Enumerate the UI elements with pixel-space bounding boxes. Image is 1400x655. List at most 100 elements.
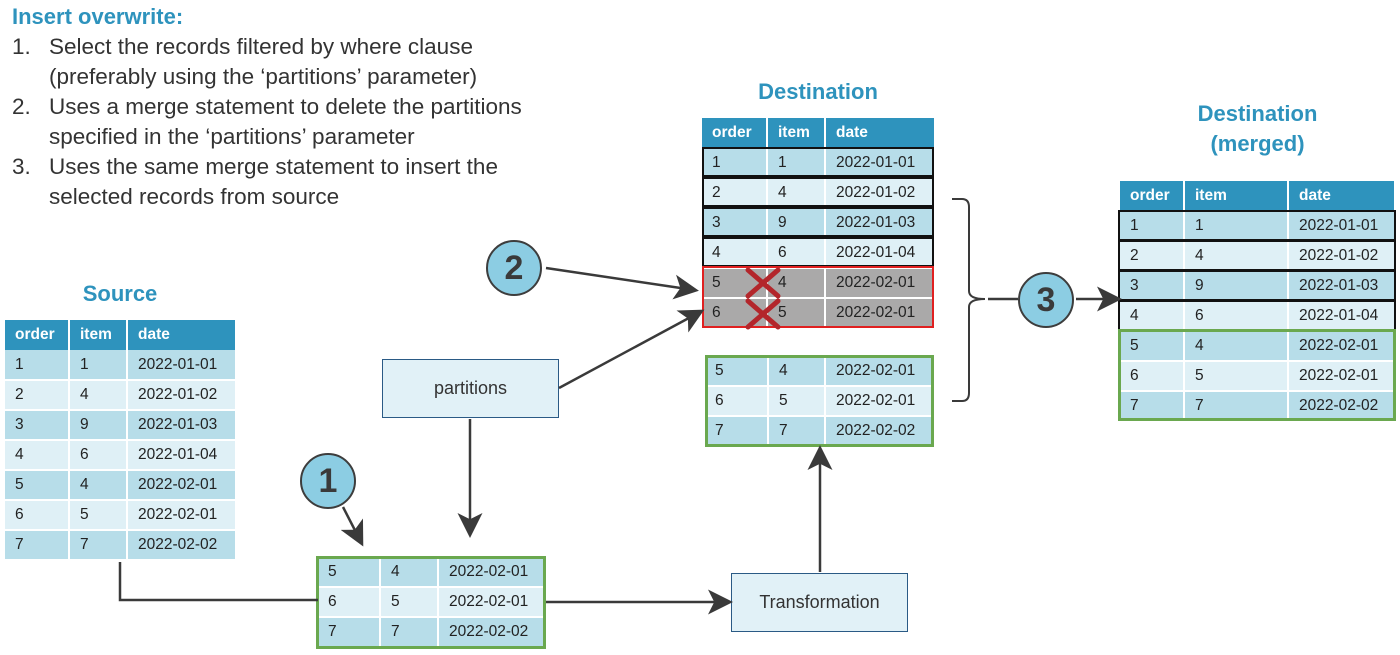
table-cell: 4 bbox=[1184, 241, 1289, 272]
merged-title-line1: Destination bbox=[1197, 101, 1318, 126]
step-item: 1. Select the records filtered by where … bbox=[12, 32, 612, 92]
table-cell: 5 bbox=[768, 386, 826, 417]
table-cell: 2022-02-01 bbox=[825, 268, 934, 299]
step-text: Uses the same merge statement to insert … bbox=[49, 154, 498, 209]
transformation-box: Transformation bbox=[731, 573, 908, 632]
delete-cross-icon bbox=[745, 298, 781, 330]
table-cell: 5 bbox=[69, 500, 128, 531]
table-cell: 7 bbox=[69, 530, 128, 561]
table-cell: 3 bbox=[5, 410, 70, 441]
table-cell: 2022-02-02 bbox=[438, 617, 545, 648]
column-header: item bbox=[69, 320, 128, 350]
table-cell: 6 bbox=[1120, 361, 1185, 392]
partitions-to-destination-arrow bbox=[558, 309, 705, 390]
table-cell: 1 bbox=[702, 148, 768, 179]
table-cell: 2022-02-01 bbox=[825, 356, 934, 387]
column-header: item bbox=[1184, 181, 1289, 211]
table-cell: 5 bbox=[1184, 361, 1289, 392]
transformation-label: Transformation bbox=[759, 592, 880, 612]
table-cell: 5 bbox=[1120, 331, 1185, 362]
column-header: date bbox=[127, 320, 235, 350]
table-cell: 2 bbox=[5, 380, 70, 411]
step-number: 2. bbox=[12, 94, 31, 119]
table-cell: 2022-02-01 bbox=[127, 470, 235, 501]
table-cell: 2022-02-01 bbox=[438, 557, 545, 588]
column-header: date bbox=[825, 118, 934, 148]
table-cell: 9 bbox=[767, 208, 826, 239]
step-text: Select the records filtered by where cla… bbox=[49, 34, 478, 89]
table-cell: 2022-02-01 bbox=[1288, 361, 1394, 392]
table-cell: 6 bbox=[5, 500, 70, 531]
table-cell: 1 bbox=[5, 350, 70, 381]
table-cell: 2022-01-04 bbox=[1288, 301, 1394, 332]
merge-brace bbox=[952, 198, 986, 402]
source-title: Source bbox=[82, 281, 158, 306]
column-header: order bbox=[1120, 181, 1185, 211]
table-cell: 2022-01-02 bbox=[1288, 241, 1394, 272]
step-item: 3. Uses the same merge statement to inse… bbox=[12, 152, 612, 212]
table-cell: 1 bbox=[69, 350, 128, 381]
table-cell: 5 bbox=[318, 557, 381, 588]
table-cell: 4 bbox=[1184, 331, 1289, 362]
table-cell: 6 bbox=[318, 587, 381, 618]
table-cell: 2 bbox=[702, 178, 768, 209]
table-cell: 7 bbox=[705, 416, 769, 447]
table-cell: 2 bbox=[1120, 241, 1185, 272]
column-header: date bbox=[1288, 181, 1394, 211]
table-cell: 5 bbox=[702, 268, 768, 299]
table-cell: 2022-01-01 bbox=[127, 350, 235, 381]
table-cell: 2022-01-03 bbox=[1288, 271, 1394, 302]
table-cell: 4 bbox=[69, 470, 128, 501]
step-text: Uses a merge statement to delete the par… bbox=[49, 94, 522, 149]
table-cell: 5 bbox=[705, 356, 769, 387]
table-cell: 5 bbox=[5, 470, 70, 501]
table-cell: 5 bbox=[767, 298, 826, 329]
step-marker-2: 2 bbox=[486, 240, 542, 296]
steps-list: 1. Select the records filtered by where … bbox=[12, 32, 612, 212]
table-cell: 1 bbox=[767, 148, 826, 179]
table-cell: 6 bbox=[1184, 301, 1289, 332]
table-cell: 2022-01-02 bbox=[127, 380, 235, 411]
table-cell: 2022-02-02 bbox=[1288, 391, 1394, 422]
column-header: order bbox=[5, 320, 70, 350]
table-cell: 2022-02-01 bbox=[1288, 331, 1394, 362]
table-cell: 4 bbox=[69, 380, 128, 411]
step-marker-3: 3 bbox=[1018, 272, 1074, 328]
table-cell: 4 bbox=[5, 440, 70, 471]
table-cell: 2022-01-04 bbox=[127, 440, 235, 471]
table-cell: 2022-02-01 bbox=[825, 386, 934, 417]
destination-title: Destination bbox=[758, 79, 878, 104]
marker2-pointer-arrow bbox=[545, 266, 699, 300]
table-cell: 2022-01-03 bbox=[825, 208, 934, 239]
step-number: 3. bbox=[12, 154, 31, 179]
table-cell: 2022-01-04 bbox=[825, 238, 934, 269]
source-to-selected-connector bbox=[118, 562, 318, 602]
table-cell: 2022-02-01 bbox=[825, 298, 934, 329]
step-item: 2. Uses a merge statement to delete the … bbox=[12, 92, 612, 152]
table-cell: 2022-01-03 bbox=[127, 410, 235, 441]
table-cell: 2022-02-01 bbox=[438, 587, 545, 618]
